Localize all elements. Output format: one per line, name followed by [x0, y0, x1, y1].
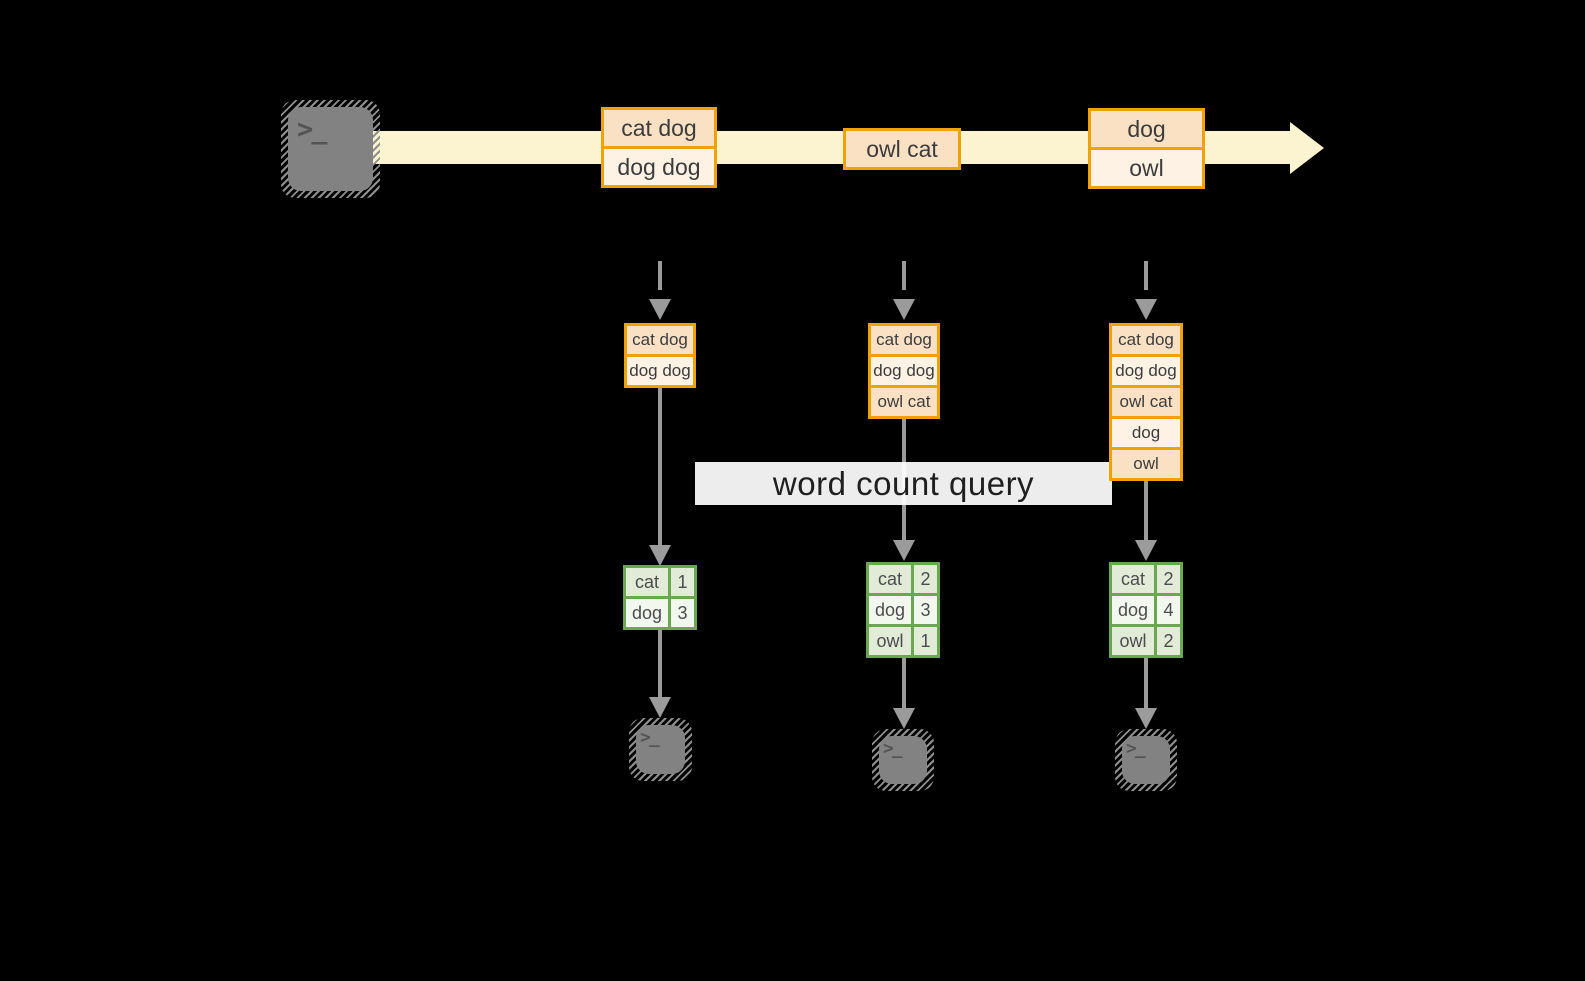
terminal-body	[879, 736, 927, 784]
terminal-body	[1122, 736, 1170, 784]
connector-arrowhead-icon	[893, 540, 915, 561]
stream-batch-2: owl cat	[843, 128, 961, 170]
terminal-body	[288, 107, 373, 191]
word-count-table-3: cat 2 dog 4 owl 2	[1109, 562, 1183, 658]
word-cell: cat	[626, 568, 668, 596]
micro-batch-stack-3: cat dog dog dog owl cat dog owl	[1109, 323, 1183, 481]
stack-cell: cat dog	[871, 326, 937, 354]
word-cell: dog	[1112, 596, 1154, 624]
down-arrowhead-icon	[893, 299, 915, 320]
query-label-banner: word count query	[695, 462, 1112, 505]
micro-batch-stack-1: cat dog dog dog	[624, 323, 696, 388]
dashed-down-arrow	[902, 261, 906, 290]
word-cell: dog	[626, 599, 668, 627]
stack-cell: owl cat	[871, 388, 937, 416]
count-cell: 2	[914, 565, 937, 593]
word-count-table-1: cat 1 dog 3	[623, 565, 697, 630]
stream-batch-cell: dog	[1091, 111, 1202, 147]
count-cell: 3	[671, 599, 694, 627]
stream-batch-cell: cat dog	[604, 110, 714, 146]
connector-line	[1144, 658, 1148, 708]
word-cell: owl	[869, 627, 911, 655]
source-terminal-icon: >_	[281, 100, 380, 198]
micro-batch-stack-2: cat dog dog dog owl cat	[868, 323, 940, 419]
output-terminal-icon-2: >_	[872, 729, 934, 791]
stack-cell: dog dog	[1112, 357, 1180, 385]
stream-batch-cell: owl	[1091, 150, 1202, 186]
stack-cell: cat dog	[1112, 326, 1180, 354]
stack-cell: cat dog	[627, 326, 693, 354]
stream-batch-cell: dog dog	[604, 149, 714, 185]
stack-cell: dog dog	[627, 357, 693, 385]
count-cell: 2	[1157, 565, 1180, 593]
connector-arrowhead-icon	[649, 697, 671, 718]
connector-arrowhead-icon	[1135, 708, 1157, 729]
down-arrowhead-icon	[649, 299, 671, 320]
terminal-prompt-glyph: >_	[640, 727, 660, 748]
stream-batch-cell: owl cat	[846, 131, 958, 167]
count-cell: 3	[914, 596, 937, 624]
connector-line	[902, 658, 906, 708]
down-arrowhead-icon	[1135, 299, 1157, 320]
count-cell: 1	[914, 627, 937, 655]
count-cell: 2	[1157, 627, 1180, 655]
query-label: word count query	[772, 464, 1035, 502]
connector-arrowhead-icon	[649, 545, 671, 566]
stack-cell: owl cat	[1112, 388, 1180, 416]
terminal-prompt-glyph: >_	[297, 114, 327, 145]
word-cell: dog	[869, 596, 911, 624]
count-cell: 4	[1157, 596, 1180, 624]
word-cell: cat	[869, 565, 911, 593]
stream-batch-3: dog owl	[1088, 108, 1205, 189]
output-terminal-icon-3: >_	[1115, 729, 1177, 791]
connector-arrowhead-icon	[893, 708, 915, 729]
connector-line	[658, 388, 662, 545]
word-count-table-2: cat 2 dog 3 owl 1	[866, 562, 940, 658]
word-cell: cat	[1112, 565, 1154, 593]
dashed-down-arrow	[658, 261, 662, 290]
stream-arrowhead-icon	[1290, 122, 1324, 174]
count-cell: 1	[671, 568, 694, 596]
connector-line	[658, 630, 662, 697]
terminal-prompt-glyph: >_	[883, 738, 903, 759]
stream-batch-1: cat dog dog dog	[601, 107, 717, 188]
terminal-body	[636, 725, 685, 774]
output-terminal-icon-1: >_	[629, 718, 692, 781]
connector-arrowhead-icon	[1135, 540, 1157, 561]
terminal-prompt-glyph: >_	[1126, 738, 1146, 759]
stack-cell: dog dog	[871, 357, 937, 385]
stack-cell: dog	[1112, 419, 1180, 447]
word-cell: owl	[1112, 627, 1154, 655]
connector-line	[1144, 481, 1148, 540]
dashed-down-arrow	[1144, 261, 1148, 290]
stack-cell: owl	[1112, 450, 1180, 478]
